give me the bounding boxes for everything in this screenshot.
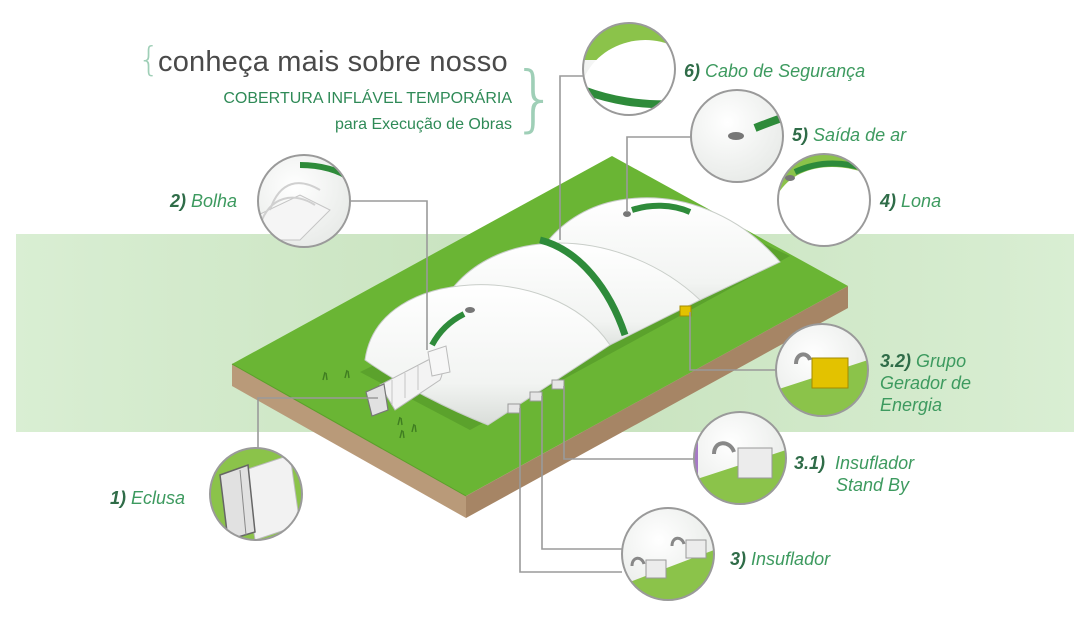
label-1-name: Eclusa [131,488,186,508]
header-line-3: para Execução de Obras [335,116,512,133]
label-3-1-num: 3.1) [794,453,826,473]
callout-circle-3 [621,507,715,601]
label-3-2-gerador: 3.2) Grupo Gerador de Energia [880,350,971,416]
label-2-num: 2) [170,191,187,211]
callout-circle-5 [690,89,784,183]
label-4-lona: 4) Lona [880,190,941,212]
label-5-num: 5) [792,125,809,145]
label-6-num: 6) [684,61,701,81]
label-3-num: 3) [730,549,747,569]
label-4-name: Lona [901,191,942,211]
callout-circle-6 [582,22,676,116]
label-4-num: 4) [880,191,897,211]
generator [679,305,692,317]
label-3-name: Insuflador [751,549,831,569]
callout-circle-4 [777,153,871,247]
header-line-2: COBERTURA INFLÁVEL TEMPORÁRIA [223,90,512,107]
label-1-num: 1) [110,488,127,508]
grass-tufts [322,369,417,439]
label-6-cabo: 6) Cabo de Segurança [684,60,865,82]
label-2-name: Bolha [191,191,238,211]
label-6-name: Cabo de Segurança [705,61,866,81]
label-3-2-name-2: Gerador de [880,373,972,393]
label-3-2-num: 3.2) [880,351,912,371]
label-1-eclusa: 1) Eclusa [110,487,185,509]
callout-circle-3-1 [693,411,787,505]
label-3-2-name-3: Energia [880,395,943,415]
header-right-brace: } [512,56,558,140]
label-3-1-name-1: Insuflador [835,453,915,473]
label-3-2-name-1: Grupo [916,351,967,371]
airlock-eclusa [365,345,451,417]
label-3-1-name-2: Stand By [836,475,910,495]
callout-circle-1 [209,447,303,541]
callout-circle-2 [257,154,351,248]
label-3-insuflador: 3) Insuflador [730,548,830,570]
label-5-name: Saída de ar [813,125,907,145]
header-line-1: conheça mais sobre nosso [158,46,508,78]
leader-lines [257,75,776,573]
header-left-brace: { [138,40,160,80]
callout-circle-3-2 [775,323,869,417]
label-2-bolha: 2) Bolha [170,190,237,212]
label-5-saida: 5) Saída de ar [792,124,906,146]
label-3-1-standby: 3.1) Insuflador Stand By [794,452,914,496]
